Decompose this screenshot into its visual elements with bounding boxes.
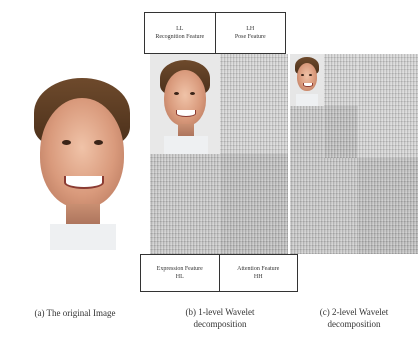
caption-b: (b) 1-level Wavelet decomposition [150,306,290,330]
ll-subband [150,54,220,154]
bottom-label-box: Expression Feature HL Attention Feature … [140,254,298,292]
ll2-right-eye [309,74,312,76]
ll-right-eye [190,92,195,95]
ll2-left-eye [301,74,304,76]
ll-left-eye [174,92,179,95]
hl-name: Expression Feature [156,266,203,272]
top-label-box: LL Recognition Feature LH Pose Feature [144,12,286,54]
hl-subband [150,154,220,254]
hh1-subband [358,158,418,254]
ll-neck [178,124,194,138]
hl-label: Expression Feature HL [141,255,219,291]
left-eye [62,140,71,145]
panel-original-image [28,70,138,250]
caption-a-text: (a) The original Image [34,308,116,318]
hl1-subband [290,158,358,254]
right-eye [94,140,103,145]
ll-name: Recognition Feature [155,34,205,40]
lh-subband [220,54,288,154]
ll2-mouth [303,83,313,87]
hh-name: Attention Feature [237,266,280,272]
ll-face [164,70,206,126]
ll-mouth [176,110,196,117]
hh-code: HH [253,274,263,280]
lh-code: LH [246,26,255,32]
face [40,98,124,208]
hl2-subband [290,106,324,158]
caption-c-line1: (c) 2-level Wavelet [319,307,389,317]
lh-name: Pose Feature [234,34,266,40]
one-level-decomposition [150,54,288,254]
caption-a: (a) The original Image [10,307,140,319]
ll-label: LL Recognition Feature [145,13,215,53]
hh-label: Attention Feature HH [218,255,298,291]
lh-label: LH Pose Feature [214,13,286,53]
lh1-subband [358,54,418,158]
ll-code: LL [176,26,184,32]
hl-code: HL [175,274,184,280]
hh2-subband [324,106,358,158]
ll2-subband [290,54,324,106]
ll-shirt [164,136,208,154]
two-level-decomposition [290,54,418,254]
ll2-shirt [296,94,318,106]
mouth [64,176,104,189]
shirt-collar [50,224,116,250]
caption-c-line2: decomposition [327,319,381,329]
caption-c: (c) 2-level Wavelet decomposition [292,306,416,330]
caption-b-line2: decomposition [193,319,247,329]
caption-b-line1: (b) 1-level Wavelet [185,307,255,317]
lh2-subband [324,54,358,106]
hh-subband [220,154,288,254]
